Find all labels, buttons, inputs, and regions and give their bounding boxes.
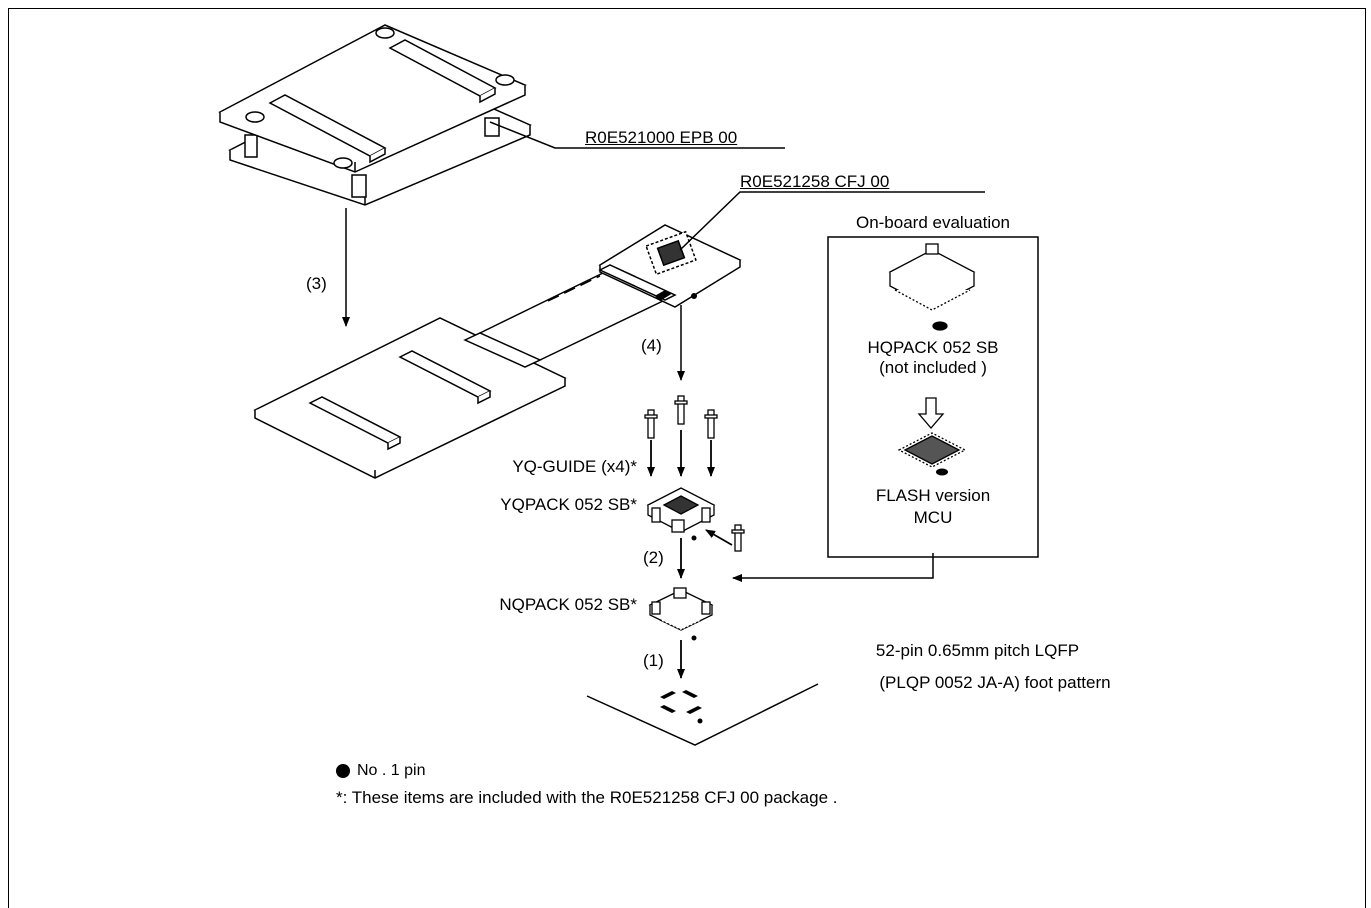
label-flash: FLASH version (875, 486, 991, 505)
label-foot-line2: (PLQP 0052 JA-A) foot pattern (879, 673, 1111, 692)
emulation-probe-board (218, 24, 785, 206)
label-step-4: (4) (641, 336, 662, 355)
yqpack-socket (646, 487, 716, 541)
label-step-3: (3) (306, 274, 327, 293)
label-epb: R0E521000 EPB 00 (585, 128, 738, 147)
label-hqpack: HQPACK 052 SB (867, 338, 999, 357)
pin1-legend: No . 1 pin (357, 762, 426, 779)
nqpack-socket (648, 587, 714, 641)
label-onboard-title: On-board evaluation (855, 213, 1011, 232)
guide-arrows (647, 430, 733, 546)
yq-guide-screws (644, 395, 745, 552)
label-mcu: MCU (913, 508, 953, 527)
label-yqpack: YQPACK 052 SB* (500, 495, 637, 514)
mcu-connection-arrow (732, 553, 934, 582)
hollow-down-arrow (917, 397, 945, 429)
label-nqpack: NQPACK 052 SB* (499, 595, 637, 614)
label-step-1: (1) (643, 651, 664, 670)
flash-mcu-chip (897, 432, 967, 476)
diagram-frame (8, 8, 1366, 908)
label-step-2: (2) (643, 548, 664, 567)
included-note: *: These items are included with the R0E… (336, 788, 838, 807)
hqpack-adapter (888, 243, 976, 331)
exchange-adapter (598, 191, 985, 308)
converter-board (253, 271, 666, 479)
label-foot-line1: 52-pin 0.65mm pitch LQFP (875, 641, 1080, 660)
pin1-legend-dot (336, 764, 350, 778)
label-hqpack-note: (not included ) (879, 358, 987, 377)
foot-pattern (586, 683, 819, 746)
label-cfj: R0E521258 CFJ 00 (740, 172, 890, 191)
label-yq-guide: YQ-GUIDE (x4)* (512, 457, 637, 476)
